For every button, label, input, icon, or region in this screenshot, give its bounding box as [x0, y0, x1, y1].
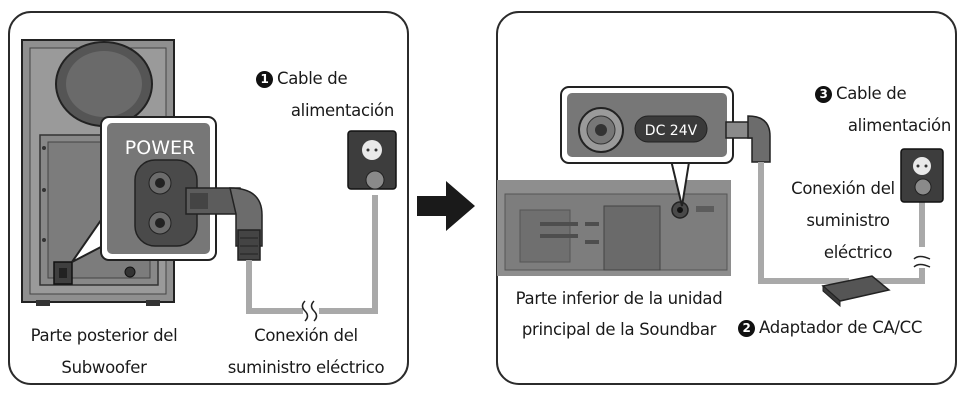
connection-caption-left-line1: Conexión del	[254, 326, 358, 345]
dc-port-label: DC 24V	[645, 123, 698, 139]
cable-label-3-line2: alimentación	[847, 116, 951, 135]
adapter-label-text: Adaptador de CA/CC	[759, 318, 923, 337]
cable-label-3-line1: Cable de	[836, 84, 907, 103]
dc-port-callout	[560, 86, 734, 164]
cable-label-1-line2: alimentación	[290, 101, 394, 120]
number-badge-3: 3	[815, 86, 832, 103]
cable-break-icon	[913, 255, 931, 268]
subwoofer-caption-line1: Parte posterior del	[30, 326, 178, 345]
power-plug-icon	[185, 187, 263, 261]
power-port-label: POWER	[125, 137, 195, 159]
adapter-icon	[821, 275, 891, 308]
cable-label-1-line1: Cable de	[277, 69, 348, 88]
soundbar-caption-line2: principal de la Soundbar	[521, 320, 717, 339]
right-arrow-icon	[417, 181, 475, 231]
power-callout	[100, 116, 217, 261]
cable-break-icon	[301, 300, 318, 322]
dc-plug-icon	[725, 115, 771, 163]
soundbar-icon	[497, 180, 731, 276]
wall-outlet-icon	[347, 130, 397, 190]
connection-caption-right-line1: Conexión del	[791, 179, 895, 198]
connection-caption-left-line2: suministro eléctrico	[227, 358, 385, 377]
connection-caption-right-line2: suministro	[806, 211, 890, 230]
wall-outlet-icon	[900, 148, 944, 203]
connection-caption-right-line3: eléctrico	[823, 243, 893, 262]
soundbar-caption-line1: Parte inferior de la unidad	[515, 289, 723, 308]
number-badge-1: 1	[256, 71, 273, 88]
left-cable	[246, 195, 378, 314]
subwoofer-caption-line2: Subwoofer	[61, 358, 147, 377]
number-badge-2: 2	[738, 320, 755, 337]
